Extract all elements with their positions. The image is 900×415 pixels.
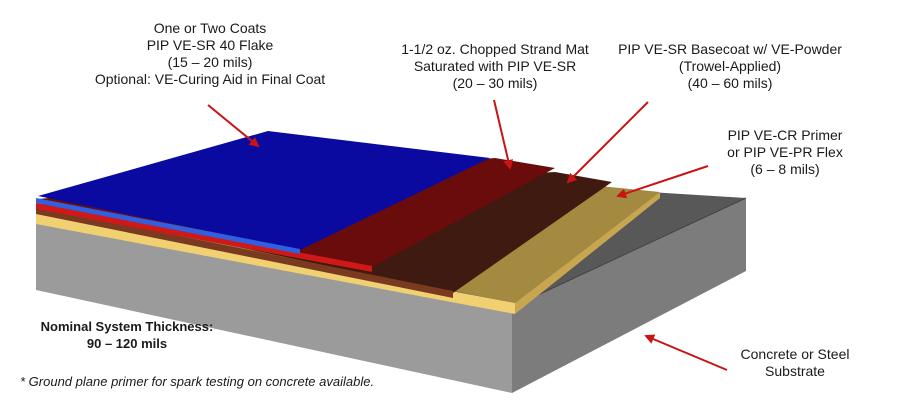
basecoat-front xyxy=(36,207,453,298)
topcoat-layer xyxy=(36,131,490,254)
basecoat-label-line: (Trowel-Applied) xyxy=(678,58,782,74)
nominal-thickness-label: Nominal System Thickness: 90 – 120 mils xyxy=(22,318,232,352)
primer-front xyxy=(36,213,515,314)
substrate-label-line: Concrete or Steel xyxy=(740,346,850,362)
primer-label: PIP VE-CR Primer or PIP VE-PR Flex (6 – … xyxy=(705,127,865,178)
substrate-front xyxy=(36,222,512,393)
basecoat-label: PIP VE-SR Basecoat w/ VE-Powder (Trowel-… xyxy=(610,41,850,92)
footnote: * Ground plane primer for spark testing … xyxy=(20,374,375,389)
callout-arrows xyxy=(207,99,728,371)
mat-label-line: Saturated with PIP VE-SR xyxy=(413,58,577,74)
primer-label-line: PIP VE-CR Primer xyxy=(727,127,843,143)
primer-arrow xyxy=(616,165,709,199)
primer-side xyxy=(515,192,660,314)
basecoat-label-line: (40 – 60 mils) xyxy=(687,75,773,91)
topcoat-label-line: Optional: VE-Curing Aid in Final Coat xyxy=(94,71,326,87)
topcoat-top xyxy=(38,131,490,250)
mat-front xyxy=(36,203,372,272)
substrate-label: Concrete or Steel Substrate xyxy=(720,346,870,380)
primer-label-line: (6 – 8 mils) xyxy=(750,161,820,177)
substrate-side xyxy=(512,198,746,393)
topcoat-arrow xyxy=(207,104,260,148)
topcoat-label-line: One or Two Coats xyxy=(153,20,267,36)
thickness-heading: Nominal System Thickness: xyxy=(40,319,214,334)
thickness-value: 90 – 120 mils xyxy=(86,336,168,351)
substrate-label-line: Substrate xyxy=(765,363,825,379)
topcoat-label-line: (15 – 20 mils) xyxy=(167,54,253,70)
substrate-arrow xyxy=(644,334,728,371)
topcoat-label: One or Two Coats PIP VE-SR 40 Flake (15 … xyxy=(85,20,335,88)
topcoat-front xyxy=(36,198,300,254)
mat-arrow xyxy=(493,99,514,170)
mat-label: 1-1/2 oz. Chopped Strand Mat Saturated w… xyxy=(385,41,605,92)
basecoat-arrow xyxy=(566,101,649,184)
mat-label-line: (20 – 30 mils) xyxy=(452,75,538,91)
mat-label-line: 1-1/2 oz. Chopped Strand Mat xyxy=(401,41,589,57)
primer-label-line: or PIP VE-PR Flex xyxy=(727,144,843,160)
topcoat-label-line: PIP VE-SR 40 Flake xyxy=(146,37,274,53)
basecoat-label-line: PIP VE-SR Basecoat w/ VE-Powder xyxy=(618,41,842,57)
